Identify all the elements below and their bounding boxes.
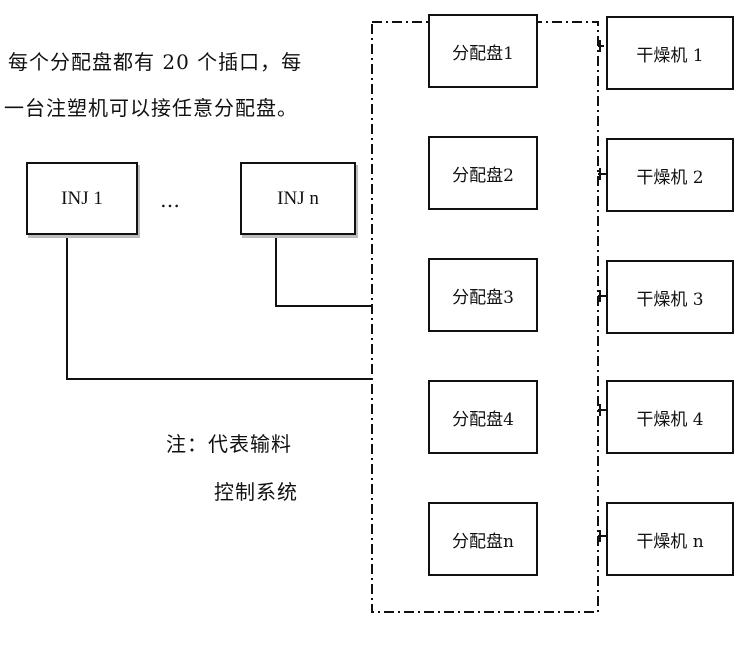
distributor-4-box: 分配盘4 xyxy=(428,380,538,454)
inj-n-wire xyxy=(275,235,372,307)
dryer-1-box: 干燥机 1 xyxy=(606,16,734,90)
dryer-n-box: 干燥机 n xyxy=(606,502,734,576)
dryer-1-label: 干燥机 1 xyxy=(636,45,704,66)
inj-1-box: INJ 1 xyxy=(26,162,138,235)
dryer-3-box: 干燥机 3 xyxy=(606,260,734,334)
distributor-1-label: 分配盘1 xyxy=(452,43,514,64)
distributor-n-box: 分配盘n xyxy=(428,502,538,576)
dryer-4-box: 干燥机 4 xyxy=(606,380,734,454)
dryer-2-label: 干燥机 2 xyxy=(636,167,704,188)
distributor-4-label: 分配盘4 xyxy=(452,409,514,430)
intro-line-1: 每个分配盘都有 20 个插口，每 xyxy=(8,50,303,74)
distributor-n-label: 分配盘n xyxy=(452,531,514,552)
note-line-2: 控制系统 xyxy=(214,480,298,504)
distributor-3-label: 分配盘3 xyxy=(452,287,514,308)
inj-1-wire xyxy=(66,235,372,380)
intro-line-2: 一台注塑机可以接任意分配盘。 xyxy=(4,96,298,120)
dryer-3-label: 干燥机 3 xyxy=(636,289,704,310)
note-line-1: 注：代表输料 xyxy=(166,432,292,456)
distributor-2-label: 分配盘2 xyxy=(452,165,514,186)
injector-ellipsis: … xyxy=(160,188,182,212)
inj-n-box: INJ n xyxy=(240,162,356,235)
dryer-4-label: 干燥机 4 xyxy=(636,409,704,430)
distributor-1-box: 分配盘1 xyxy=(428,14,538,88)
dryer-n-label: 干燥机 n xyxy=(636,531,704,552)
dryer-2-box: 干燥机 2 xyxy=(606,138,734,212)
inj-n-label: INJ n xyxy=(277,187,319,209)
distributor-2-box: 分配盘2 xyxy=(428,136,538,210)
distributor-3-box: 分配盘3 xyxy=(428,258,538,332)
dryer-connectors xyxy=(598,40,606,542)
control-system-frame xyxy=(371,21,599,613)
inj-1-label: INJ 1 xyxy=(61,187,103,209)
